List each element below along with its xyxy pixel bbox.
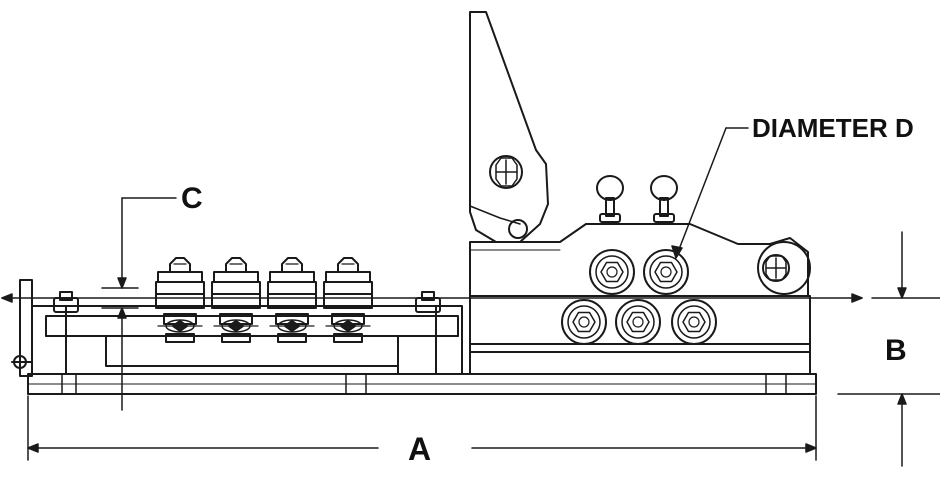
release-lever	[469, 11, 549, 243]
base-plate	[27, 373, 817, 395]
dimension-a-label: A	[408, 431, 432, 467]
dimension-c	[101, 197, 177, 411]
top-roller-assembly	[267, 257, 317, 343]
lower-roller	[615, 299, 661, 345]
upper-roller	[589, 249, 635, 295]
dimension-b	[837, 231, 940, 467]
dimension-a	[27, 395, 817, 461]
wire-centerline	[1, 293, 863, 303]
lower-roller	[561, 299, 607, 345]
dimension-b-label: B	[885, 334, 907, 367]
diameter-d-leader	[671, 127, 749, 259]
upper-roller	[643, 249, 689, 295]
lower-straightening-rollers	[561, 299, 717, 345]
dimension-c-label: C	[181, 182, 203, 215]
lower-roller	[671, 299, 717, 345]
inlet-guide	[11, 279, 33, 377]
top-roller-assembly	[155, 257, 205, 343]
top-roller-assembly	[211, 257, 261, 343]
diameter-d-label: DIAMETER D	[752, 113, 914, 143]
top-roller-assembly	[323, 257, 373, 343]
upper-straightening-rollers	[589, 249, 689, 295]
adjustment-thumb-screws	[596, 175, 678, 223]
top-roller-set	[155, 257, 373, 343]
right-main-body	[469, 223, 811, 375]
